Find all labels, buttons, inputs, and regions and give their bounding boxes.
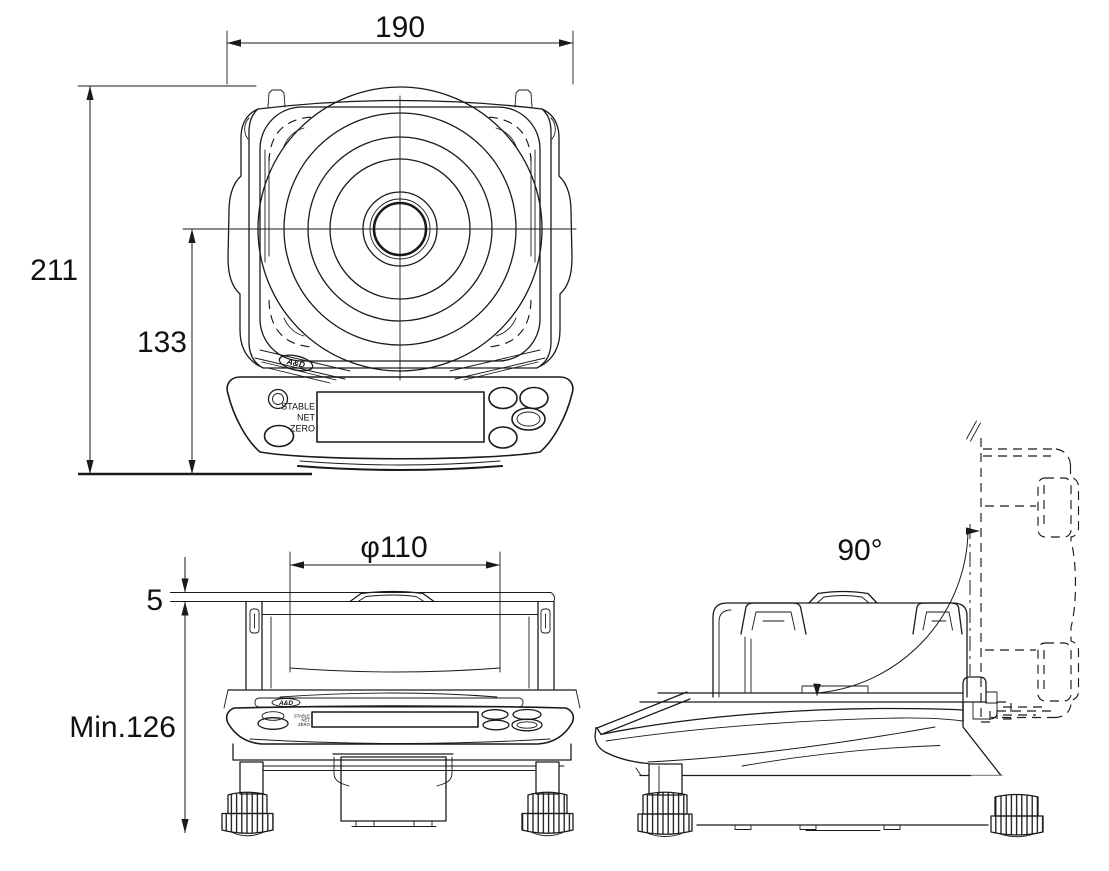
stable-indicator-lamp (261, 711, 285, 721)
foot-stem (239, 761, 264, 795)
dim-label-overall-depth: 211 (30, 254, 78, 287)
leveling-feet (637, 763, 1044, 838)
hinge (962, 676, 1042, 723)
arrowhead-bottom (86, 460, 94, 474)
windshield (170, 590, 556, 690)
panel-button (512, 708, 542, 721)
dim-label-min-height: Min.126 (69, 711, 176, 744)
arrowhead-open (966, 527, 980, 535)
door-handle-recess (1037, 477, 1072, 538)
sill-strip (254, 697, 524, 708)
arrowhead-left (227, 39, 241, 47)
panel-button (519, 386, 549, 410)
lid-tab-right (514, 89, 533, 108)
foot-stem (648, 763, 683, 796)
foot-knurl (227, 791, 268, 815)
arrowhead-bottom (181, 819, 189, 833)
dim-label-rim-height: 5 (146, 584, 163, 617)
door-handle-recess (1037, 642, 1072, 702)
arrowhead-down (181, 578, 189, 593)
display-window (316, 391, 485, 443)
dim-rim-height: 5 (146, 557, 189, 617)
panel-button (511, 407, 546, 431)
lid-tab-left (267, 89, 286, 108)
dim-top-width: 190 (226, 11, 574, 85)
arrowhead-right (559, 39, 573, 47)
foot-knurl (527, 791, 568, 815)
dim-label-top-width: 190 (375, 11, 425, 44)
dim-min-height: Min.126 (69, 601, 189, 833)
open-door-outline (966, 420, 1080, 723)
indicator-label-stable: STABLE (281, 402, 315, 412)
arrowhead-top (86, 86, 94, 100)
dim-pan-center: 133 (137, 228, 227, 474)
dim-pan-diameter: φ110 (289, 531, 501, 673)
center-crosshair (223, 95, 577, 381)
panel-button (257, 717, 289, 730)
arrowhead-right (486, 561, 500, 569)
control-panel: STABLE NET ZERO (226, 376, 574, 472)
panel-button (511, 718, 543, 732)
underhook-cover (332, 753, 454, 827)
leveling-feet (221, 761, 574, 837)
front-view: A&D STABLE NET ZERO (170, 590, 581, 837)
panel-button (482, 719, 510, 731)
foot-stem (971, 775, 1003, 797)
display-window (311, 711, 479, 728)
foot-stem (535, 761, 560, 795)
panel-button (263, 424, 295, 448)
base-housing: A&D STABLE NET ZERO (223, 689, 581, 771)
weighing-pan-dome (349, 590, 435, 603)
arrowhead-closed (813, 683, 821, 697)
indicator-label-net: NET (301, 718, 310, 723)
indicator-label-stable: STABLE (294, 713, 310, 718)
foot-knurl (994, 793, 1039, 817)
foot-knurl (642, 791, 688, 815)
panel-button (488, 426, 518, 449)
indicator-label-zero: ZERO (298, 722, 311, 727)
side-view: 90° (594, 420, 1080, 838)
brand-logo: A&D (278, 700, 293, 707)
break-tick (966, 420, 981, 442)
top-view: A&D STABLE NET ZERO (223, 86, 577, 472)
arrowhead-bottom (188, 460, 196, 474)
top-cover (712, 590, 968, 698)
dim-label-door-angle: 90° (837, 534, 882, 567)
dim-label-pan-center: 133 (137, 326, 187, 359)
dim-door-angle: 90° (813, 527, 980, 697)
cover-handle-recess (740, 602, 807, 635)
indicator-label-net: NET (297, 413, 316, 423)
pan-boss (808, 590, 878, 604)
arrowhead-left (290, 561, 304, 569)
panel-button (481, 709, 509, 720)
windshield-body (227, 89, 573, 369)
dim-label-pan-diameter: φ110 (360, 531, 427, 564)
indicator-label-zero: ZERO (290, 424, 315, 434)
dim-overall-depth: 211 (30, 85, 312, 476)
brand-logo: A&D (285, 356, 306, 370)
cover-handle-recess (912, 602, 963, 635)
stable-indicator-lamp (267, 388, 289, 410)
arrowhead-top (188, 229, 196, 243)
panel-button (488, 386, 518, 410)
